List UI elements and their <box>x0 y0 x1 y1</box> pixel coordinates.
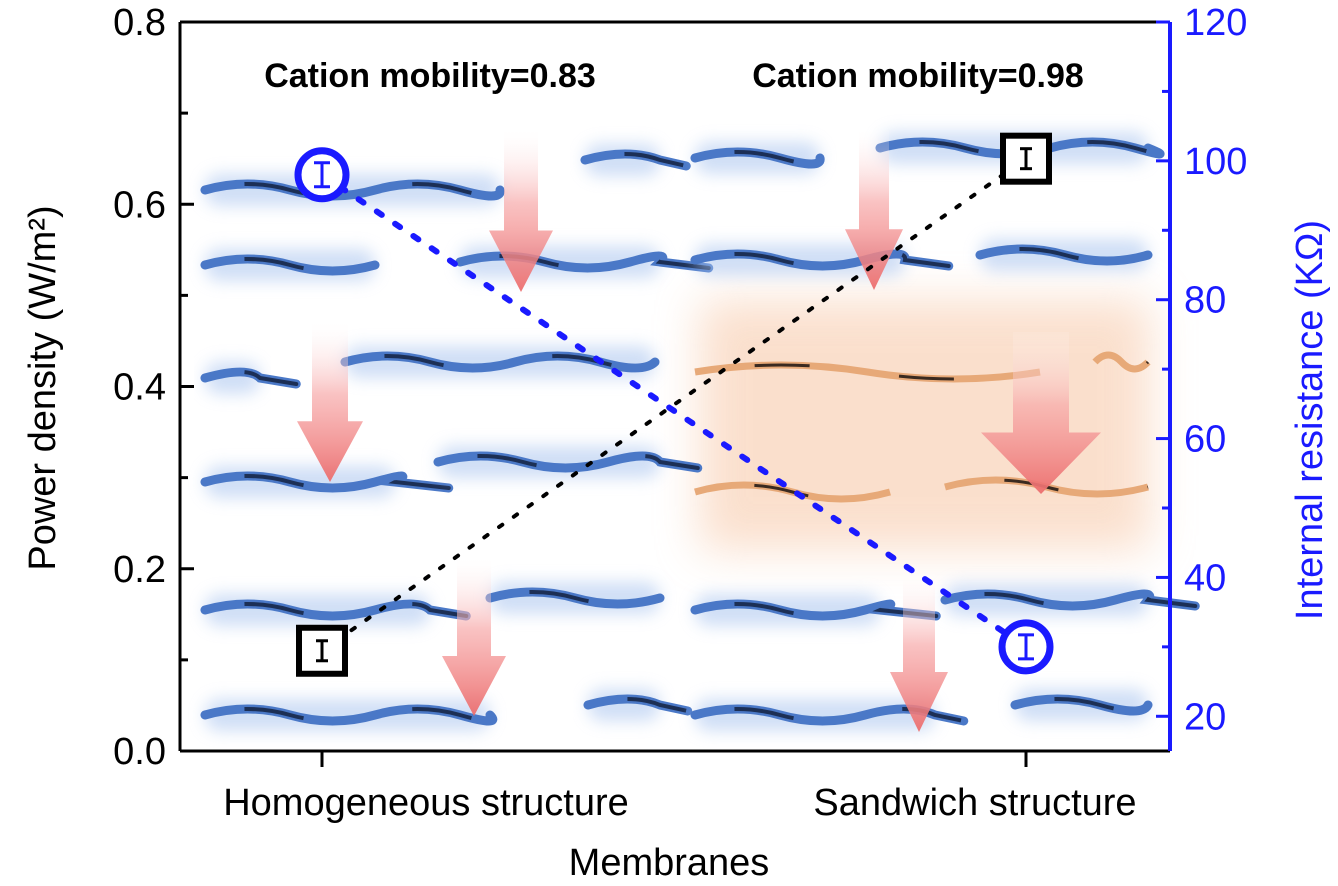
flux-arrow <box>442 558 506 716</box>
membrane-ribbon-twist <box>204 182 503 198</box>
right-axis-ticks: 20 40 60 80 100 120 <box>1156 2 1247 738</box>
membrane-ribbon-twist <box>489 590 661 606</box>
membrane-ribbon-twist <box>587 697 690 713</box>
membrane-ribbon-twist <box>979 247 1149 263</box>
y2-tick-label: 20 <box>1184 696 1226 738</box>
sandwich-layer-glow <box>700 300 1150 550</box>
membrane-ribbon-twist <box>204 257 376 273</box>
series-markers <box>294 132 1054 677</box>
y2-tick-label: 80 <box>1184 280 1226 322</box>
membrane-ribbon-twist <box>694 150 823 166</box>
membrane-ribbon-twist <box>204 707 495 723</box>
membrane-ribbon-twist <box>584 152 688 168</box>
y2-tick-label: 40 <box>1184 557 1226 599</box>
x-tick-label: Sandwich structure <box>813 782 1136 824</box>
y2-axis-title: Internal resistance (KΩ) <box>1289 220 1331 620</box>
flux-arrow <box>890 574 948 732</box>
flux-arrow <box>489 130 553 292</box>
sandwich-ribbon <box>694 361 1041 383</box>
series-line-2 <box>319 171 1029 650</box>
y-tick-label: 0.0 <box>113 731 166 773</box>
y2-tick-label: 60 <box>1184 419 1226 461</box>
x-axis-title: Membranes <box>569 842 770 884</box>
membrane-ribbon-twist <box>437 454 700 470</box>
sandwich-ribbon-twist <box>694 483 891 501</box>
flux-arrow <box>297 322 363 482</box>
y2-tick-label: 100 <box>1184 141 1247 183</box>
membrane-ribbon-twist <box>944 592 1198 608</box>
membrane-ribbon-twist <box>204 370 299 386</box>
y2-tick-label: 120 <box>1184 2 1247 44</box>
sandwich-ribbon <box>1092 351 1151 373</box>
y-tick-label: 0.8 <box>113 2 166 44</box>
membrane-ribbon-twist <box>694 707 966 723</box>
y-tick-label: 0.2 <box>113 549 166 591</box>
flux-arrow <box>981 332 1101 494</box>
series-line-1 <box>320 156 1028 653</box>
membrane-ribbon-twist <box>344 354 657 370</box>
left-axis-ticks: 0.0 0.2 0.4 0.6 0.8 <box>113 2 194 773</box>
annotation-right: Cation mobility=0.98 <box>752 57 1084 95</box>
annotation-left: Cation mobility=0.83 <box>264 57 596 95</box>
membrane-ribbon-twist <box>1014 697 1150 713</box>
flux-arrow <box>845 130 903 290</box>
membrane-ribbon-twist <box>694 252 951 268</box>
bottom-axis-ticks: Homogeneous structure Sandwich structure <box>223 751 1137 824</box>
y-tick-label: 0.6 <box>113 184 166 226</box>
y-tick-label: 0.4 <box>113 367 166 409</box>
x-tick-label: Homogeneous structure <box>223 782 629 824</box>
y-axis-title: Power density (W/m²) <box>22 205 64 570</box>
membrane-illustration <box>200 130 1200 732</box>
ribbon-glow <box>695 699 935 731</box>
series-lines <box>319 156 1029 653</box>
membrane-ribbon-twist <box>204 474 451 490</box>
membrane-ribbon-twist <box>879 140 1162 156</box>
